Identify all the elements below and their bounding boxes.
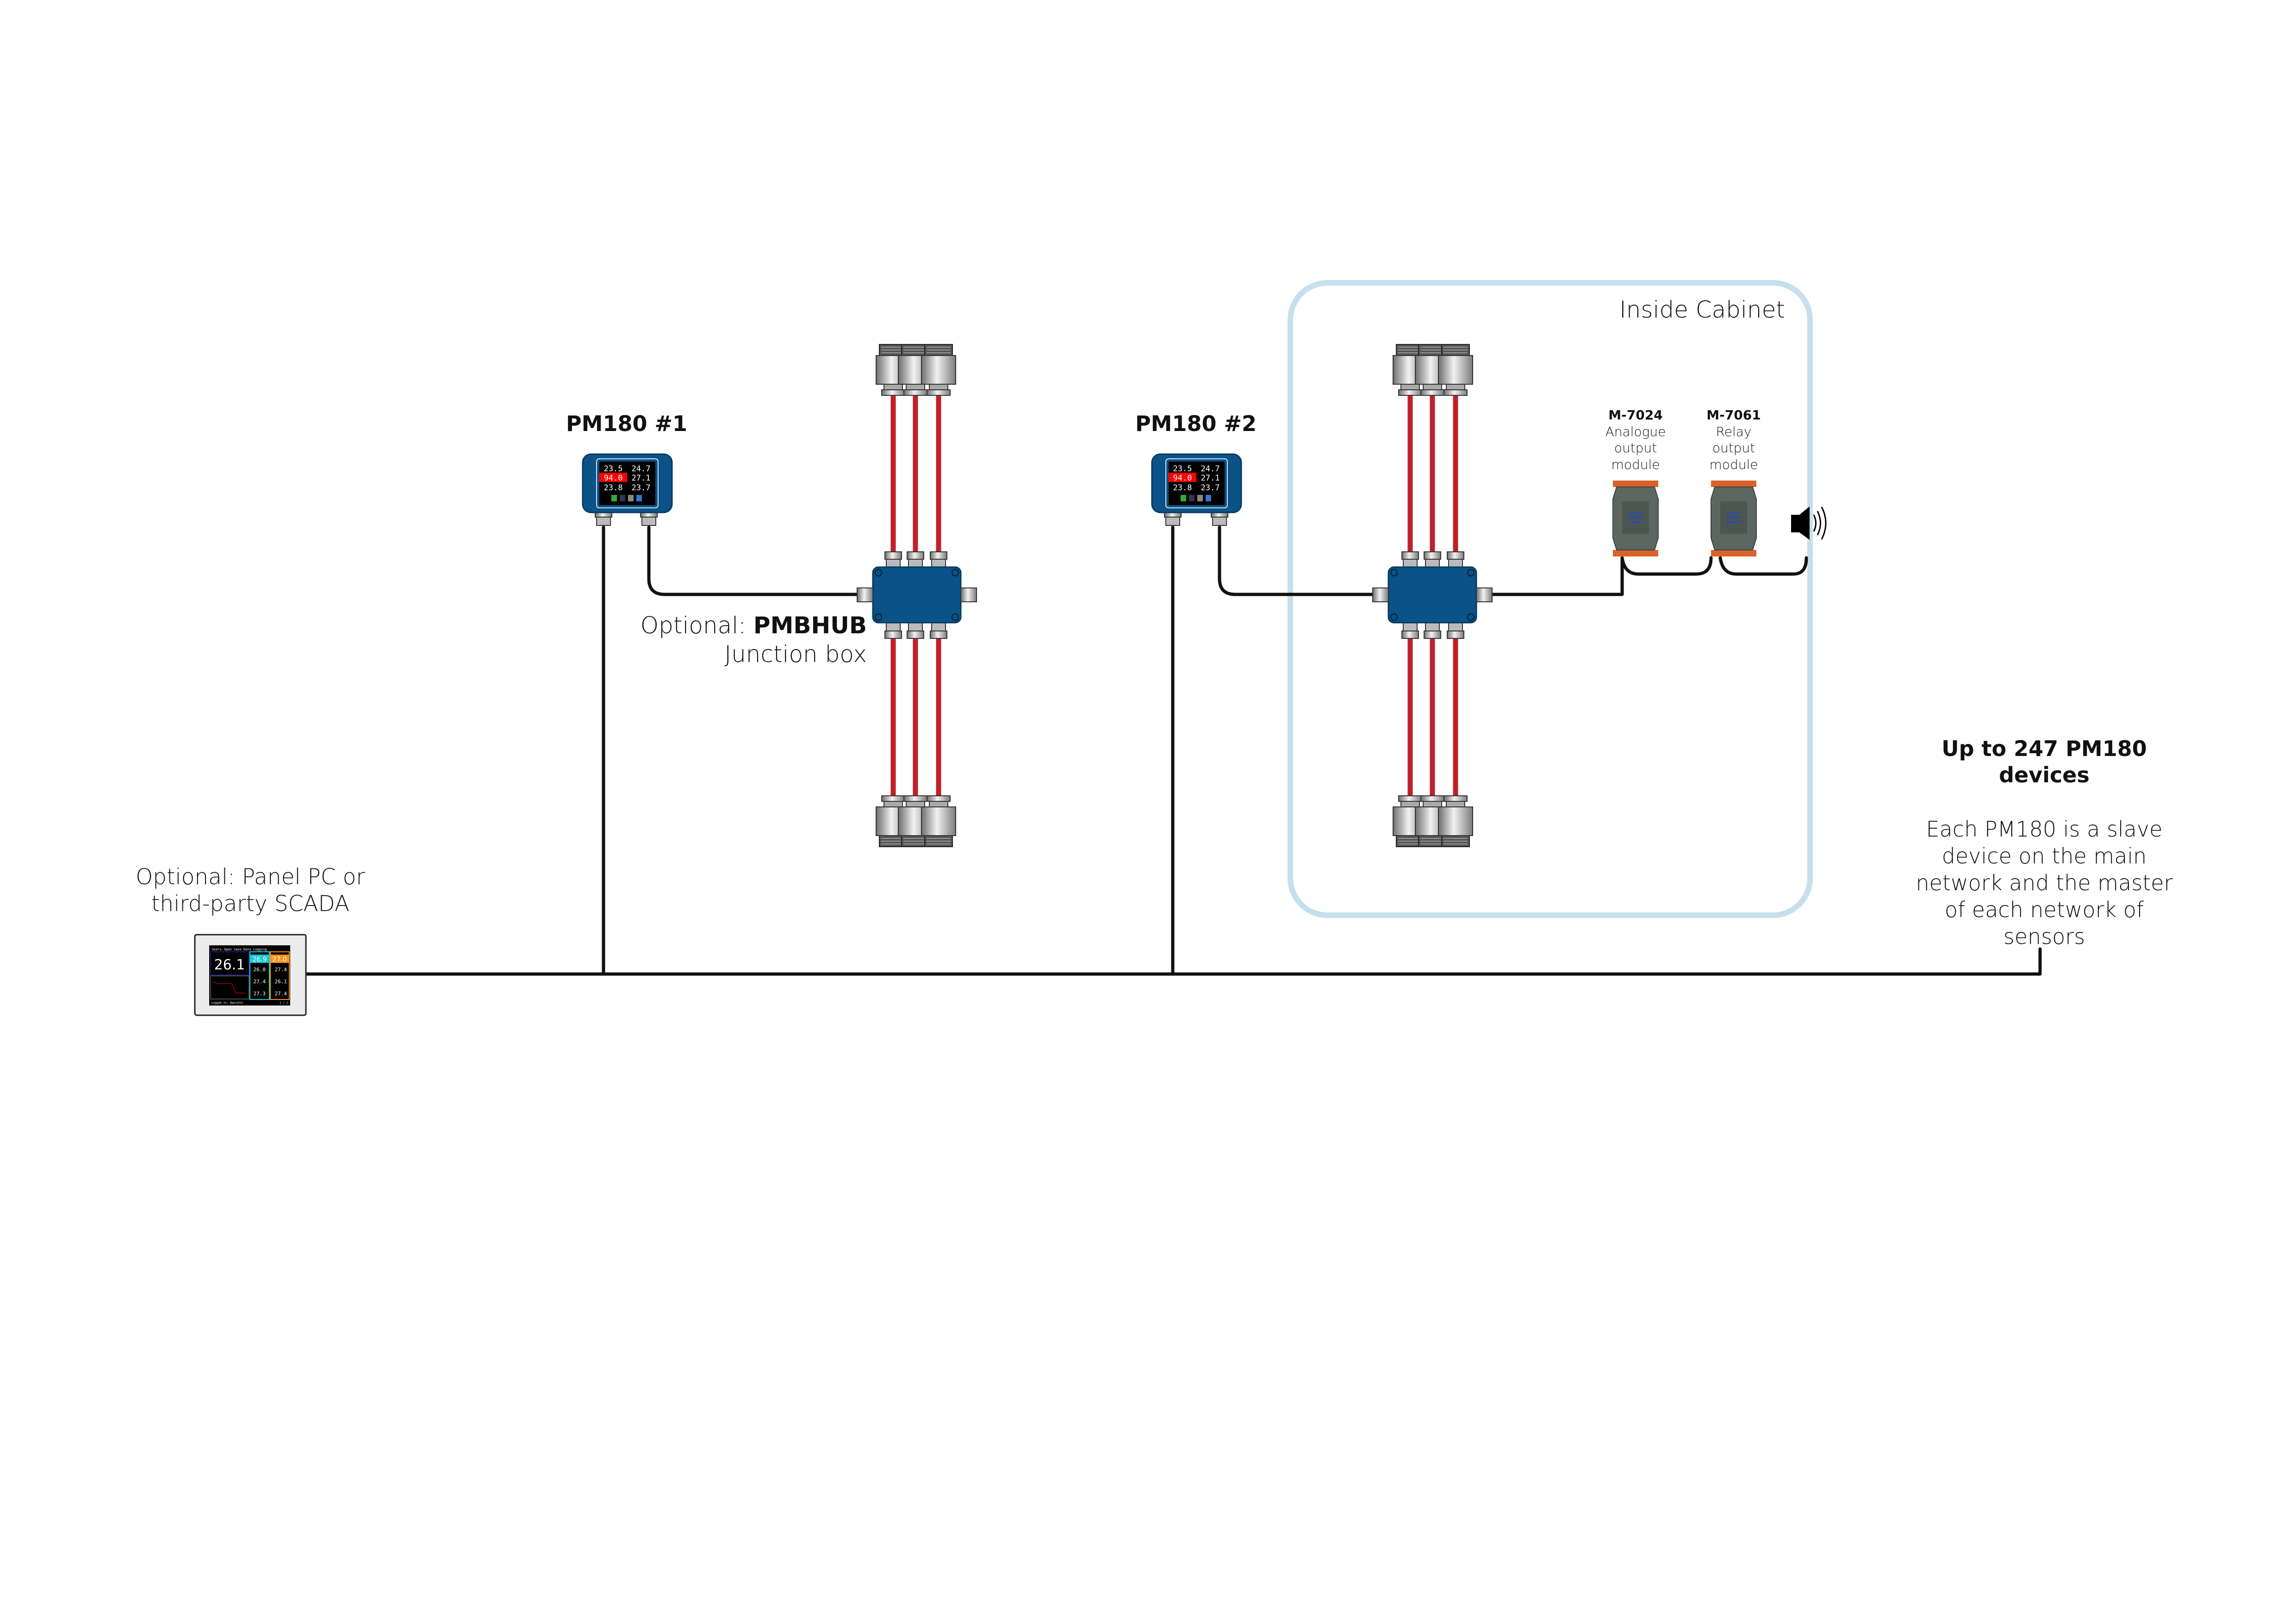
- svg-text:module: module: [1612, 457, 1660, 472]
- svg-text:Analogue: Analogue: [1605, 424, 1666, 439]
- sensor-cables-hub-1: [890, 393, 941, 799]
- svg-text:sensors: sensors: [2004, 924, 2085, 949]
- svg-text:Logged in: Operator: Logged in: Operator: [212, 1001, 243, 1005]
- junction-box-2: [1372, 551, 1493, 639]
- temperature-sensor: [921, 795, 956, 847]
- svg-text:27.1: 27.1: [632, 474, 651, 483]
- svg-text:27.1: 27.1: [1201, 474, 1220, 483]
- junction-box-sublabel: Junction box: [724, 641, 867, 668]
- temperature-sensor: [1438, 344, 1473, 396]
- pm180-2-title: PM180 #2: [1135, 411, 1257, 436]
- svg-text:M-7024: M-7024: [1608, 407, 1662, 423]
- sensor-group-hub-2-top: [1393, 344, 1473, 396]
- svg-text:27.4: 27.4: [254, 979, 266, 985]
- pm180-2-hub-cable: [1218, 525, 1375, 596]
- relay-speaker-cable: [1718, 556, 1808, 576]
- svg-text:output: output: [1614, 440, 1657, 456]
- svg-text:23.8: 23.8: [1173, 483, 1192, 493]
- sensor-group-hub-1-bottom: [876, 795, 956, 847]
- panel-pc-label-1: Optional: Panel PC or: [136, 864, 365, 890]
- pm180-device-1: PM180 #1 23.5 24.7 94.0 27.1 23.8 23.7: [566, 411, 687, 526]
- svg-text:23.5: 23.5: [1173, 464, 1192, 474]
- module-m7061: M-7061 Relay output module: [1706, 407, 1761, 557]
- svg-text:24.7: 24.7: [632, 464, 651, 474]
- svg-text:Relay: Relay: [1716, 424, 1752, 439]
- svg-text:Each PM180 is a slave: Each PM180 is a slave: [1926, 817, 2163, 842]
- svg-text:94.0: 94.0: [1173, 474, 1192, 483]
- pm180-1-hub-cable: [647, 525, 859, 596]
- svg-text:23.5: 23.5: [604, 464, 623, 474]
- svg-text:of each network of: of each network of: [1945, 897, 2144, 922]
- module-m7024: M-7024 Analogue output module: [1605, 407, 1666, 557]
- svg-text:94.0: 94.0: [604, 474, 623, 483]
- svg-text:23.7: 23.7: [1201, 483, 1220, 493]
- panel-pc: Users Open Save Data Logging 26.1 26.9 2…: [194, 934, 307, 1016]
- svg-text:27.3: 27.3: [254, 991, 266, 997]
- cabinet-label: Inside Cabinet: [1619, 296, 1785, 323]
- svg-text:23.8: 23.8: [604, 483, 623, 493]
- network-note: Up to 247 PM180 devices Each PM180 is a …: [1916, 736, 2173, 949]
- screen-button-open: Open: [224, 948, 232, 951]
- screen-button-data-logging: Data Logging: [243, 948, 267, 951]
- temperature-sensor: [1438, 795, 1473, 847]
- main-bus-cable: [304, 947, 2042, 976]
- svg-text:Up to 247 PM180: Up to 247 PM180: [1941, 736, 2147, 761]
- junction-box-label: Optional: PMBHUB: [641, 612, 867, 639]
- temperature-sensor: [921, 344, 956, 396]
- sensor-cables-hub-2: [1407, 393, 1458, 799]
- svg-text:27.4: 27.4: [275, 991, 287, 997]
- svg-text:26.0: 26.0: [254, 967, 266, 973]
- junction-box-1: [856, 551, 977, 639]
- svg-text:26.9: 26.9: [252, 956, 267, 963]
- svg-text:27.4: 27.4: [275, 967, 287, 973]
- screen-button-users: Users: [212, 948, 222, 951]
- svg-text:27.0: 27.0: [272, 956, 286, 963]
- svg-text:devices: devices: [1999, 762, 2090, 787]
- sensor-group-hub-2-bottom: [1393, 795, 1473, 847]
- module-link-cable: [1620, 556, 1713, 576]
- alarm-cell: [1169, 473, 1196, 482]
- svg-text:M-7061: M-7061: [1706, 407, 1761, 423]
- pm180-1-title: PM180 #1: [566, 411, 687, 436]
- sensor-group-hub-1-top: [876, 344, 956, 396]
- svg-text:26.1: 26.1: [214, 957, 245, 973]
- svg-text:network and the master: network and the master: [1916, 870, 2173, 895]
- hub-module-cable: [1490, 556, 1624, 596]
- svg-text:device on the main: device on the main: [1942, 843, 2147, 868]
- panel-pc-label-2: third-party SCADA: [151, 891, 349, 917]
- speaker-icon: [1791, 506, 1827, 540]
- pm180-device-2: PM180 #2 23.5 24.7 94.0 27.1 23.8 23.7: [1135, 411, 1257, 526]
- svg-text:1 / 1: 1 / 1: [280, 1001, 288, 1005]
- svg-text:23.7: 23.7: [632, 483, 651, 493]
- cabinet-boundary: [1288, 280, 1813, 918]
- alarm-cell: [599, 473, 627, 482]
- svg-text:26.1: 26.1: [275, 979, 287, 985]
- svg-text:module: module: [1710, 457, 1758, 472]
- svg-text:24.7: 24.7: [1201, 464, 1220, 474]
- svg-text:output: output: [1712, 440, 1755, 456]
- screen-button-save: Save: [234, 948, 242, 951]
